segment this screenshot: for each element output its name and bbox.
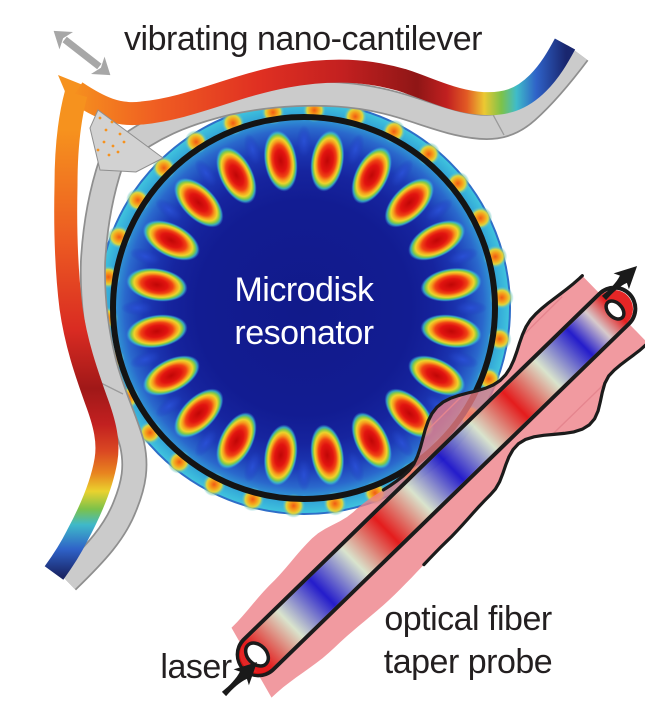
anchor-speckle <box>102 140 106 144</box>
cantilever-vibrating-top-arm <box>69 38 576 126</box>
mode-lobe <box>351 146 392 204</box>
double-arrow-shaft <box>62 36 102 70</box>
fiber-core-standing-wave <box>239 290 633 674</box>
mode-node <box>121 300 153 316</box>
mode-lobe <box>173 177 224 228</box>
mode-lobe <box>384 177 435 228</box>
anchor-speckle <box>104 128 108 132</box>
mode-node <box>194 159 218 187</box>
fiber-label-line1: optical fiber <box>384 600 552 638</box>
mode-node <box>425 198 453 222</box>
laser-label: laser <box>160 648 231 686</box>
mode-lobe <box>351 412 392 470</box>
mode-node <box>390 159 414 187</box>
cantilever-rest-left-arm <box>59 159 146 590</box>
cantilever-anchor-cusp <box>58 75 88 108</box>
mode-node <box>129 350 161 369</box>
mode-lobe <box>310 424 345 486</box>
fiber-input-facet <box>243 641 271 668</box>
vibration-direction-icon <box>53 30 111 76</box>
mode-lobe <box>173 388 224 439</box>
nano-cantilever <box>44 38 589 591</box>
mode-lobe <box>263 424 298 486</box>
mode-lobe <box>126 267 188 302</box>
mode-node <box>155 394 183 418</box>
mode-node <box>296 125 312 157</box>
cantilever-anchor-pad <box>89 109 164 173</box>
mode-node <box>129 247 161 266</box>
taper-envelope-edge <box>381 274 584 492</box>
fiber-label-line2: taper probe <box>384 643 552 681</box>
mode-lobe <box>420 267 482 302</box>
mode-lobe <box>420 314 482 349</box>
anchor-speckle <box>118 132 122 136</box>
anchor-speckles <box>96 116 126 157</box>
microdisk-label-line2: resonator <box>234 314 373 352</box>
mode-lobe <box>408 220 466 261</box>
mode-node <box>447 247 479 266</box>
mode-lobe <box>384 388 435 439</box>
mode-lobe <box>216 146 257 204</box>
anchor-speckle <box>96 148 100 152</box>
mode-node <box>455 300 487 316</box>
anchor-speckle <box>111 144 115 148</box>
anchor-speckle <box>116 150 120 154</box>
mode-node <box>346 133 365 165</box>
cantilever-vibrating-left-arm <box>44 91 119 580</box>
taper-envelope-edge <box>422 343 645 567</box>
mode-lobe <box>216 412 257 470</box>
mode-node <box>346 451 365 483</box>
mode-node <box>243 451 262 483</box>
laser-input-arrow-icon <box>221 662 258 697</box>
anchor-speckle <box>110 120 114 124</box>
whispering-gallery-mode-lobes <box>126 130 482 486</box>
mode-lobe <box>126 314 188 349</box>
disk-boundary-ring <box>110 114 498 502</box>
cantilever-label: vibrating nano-cantilever <box>124 20 482 58</box>
mode-node <box>296 459 312 491</box>
anchor-speckle <box>122 140 126 144</box>
mode-lobe <box>142 220 200 261</box>
mode-node <box>447 350 479 369</box>
fiber-output-facet <box>604 299 626 321</box>
anchor-speckle <box>98 116 102 120</box>
mode-node <box>155 198 183 222</box>
microdisk-label-line1: Microdisk <box>234 271 375 309</box>
mode-lobe <box>142 355 200 396</box>
double-arrow-head <box>90 56 111 76</box>
double-arrow-head <box>53 30 74 50</box>
mode-node <box>243 133 262 165</box>
mode-lobe <box>310 130 345 192</box>
anchor-speckle <box>107 153 111 157</box>
mode-node <box>194 429 218 457</box>
mode-node <box>390 429 414 457</box>
fiber-output-arrow-icon <box>601 266 638 301</box>
mode-lobe <box>408 355 466 396</box>
mode-lobe <box>263 130 298 192</box>
